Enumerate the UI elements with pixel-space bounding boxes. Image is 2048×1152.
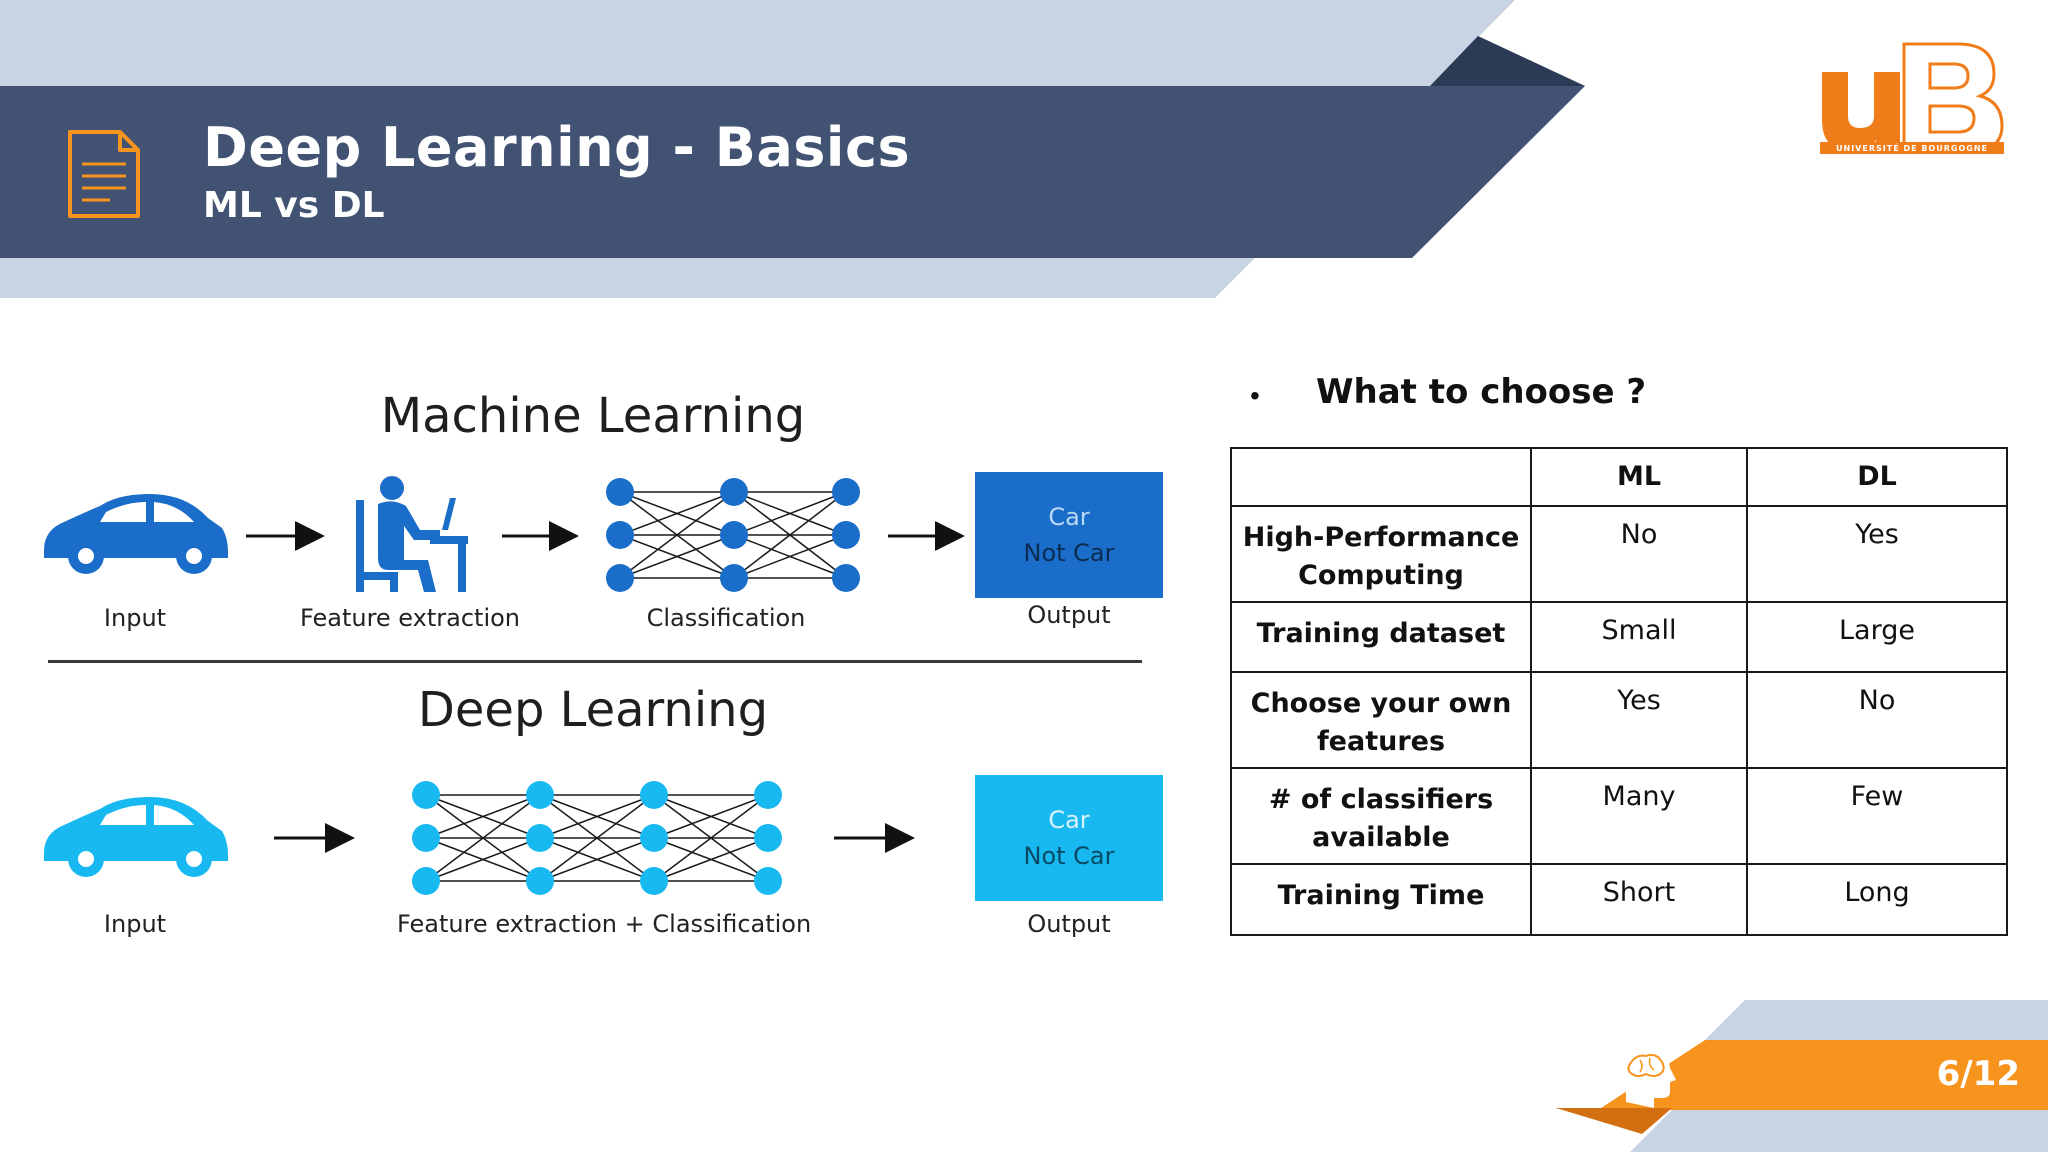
- row-label: # of classifiers available: [1230, 767, 1532, 865]
- row-dl-value: Yes: [1746, 505, 2008, 603]
- ml-car-icon: [44, 494, 228, 574]
- dl-input-label: Input: [103, 910, 167, 938]
- ml-vs-dl-diagram: [44, 476, 965, 895]
- row-ml-value: Many: [1530, 767, 1748, 865]
- dl-section-title: Deep Learning: [417, 682, 769, 738]
- footer-orange-band: [1598, 1040, 2048, 1110]
- table-row: Training dataset Small Large: [1230, 601, 2008, 673]
- ml-output-box: Car Not Car: [975, 472, 1163, 598]
- university-logo: UNIVERSITÉ DE BOURGOGNE: [1820, 42, 2004, 154]
- ml-feature-label: Feature extraction: [299, 604, 521, 632]
- row-label: Choose your own features: [1230, 671, 1532, 769]
- table-header-row: ML DL: [1230, 447, 2008, 507]
- table-row: Training Time Short Long: [1230, 863, 2008, 936]
- dl-car-icon: [44, 797, 228, 877]
- table-header-dl: DL: [1746, 447, 2008, 507]
- row-ml-value: No: [1530, 505, 1748, 603]
- footer-banner: [1556, 1000, 2048, 1152]
- row-dl-value: Large: [1746, 601, 2008, 673]
- table-row: Choose your own features Yes No: [1230, 671, 2008, 769]
- row-dl-value: Few: [1746, 767, 2008, 865]
- ml-section-title: Machine Learning: [380, 388, 806, 444]
- row-dl-value: No: [1746, 671, 2008, 769]
- footer-top-band: [1705, 1000, 2048, 1040]
- dl-output-notcar: Not Car: [1023, 842, 1115, 870]
- ml-neural-network: [606, 478, 860, 592]
- bullet-marker: •: [1250, 380, 1260, 411]
- header-main-band: [0, 86, 1585, 258]
- ml-classification-label: Classification: [646, 604, 806, 632]
- row-label: Training Time: [1230, 863, 1532, 936]
- logo-caption: UNIVERSITÉ DE BOURGOGNE: [1836, 142, 1988, 153]
- header-bottom-band: [0, 258, 1255, 298]
- brain-head-icon: [1619, 1048, 1676, 1108]
- row-dl-value: Long: [1746, 863, 2008, 936]
- header-top-band: [0, 0, 1515, 86]
- ml-output-car: Car: [1048, 503, 1090, 531]
- dl-combined-label: Feature extraction + Classification: [397, 910, 812, 938]
- header-banner: [0, 0, 1585, 298]
- dl-output-label: Output: [1027, 910, 1111, 938]
- dl-output-box: Car Not Car: [975, 775, 1163, 901]
- page-subtitle: ML vs DL: [203, 185, 385, 226]
- dl-output-car: Car: [1048, 806, 1090, 834]
- footer-orange-shadow: [1556, 1108, 1672, 1134]
- footer-bottom-band: [1630, 1110, 2048, 1152]
- page-title: Deep Learning - Basics: [203, 116, 911, 179]
- row-label: High-Performance Computing: [1230, 505, 1532, 603]
- page-number: 6/12: [1936, 1054, 2020, 1094]
- ml-output-label: Output: [1027, 601, 1111, 629]
- row-ml-value: Yes: [1530, 671, 1748, 769]
- row-ml-value: Small: [1530, 601, 1748, 673]
- ml-input-label: Input: [103, 604, 167, 632]
- row-label: Training dataset: [1230, 601, 1532, 673]
- table-row: # of classifiers available Many Few: [1230, 767, 2008, 865]
- ml-output-notcar: Not Car: [1023, 539, 1115, 567]
- diagram-divider: [48, 660, 1142, 663]
- dl-neural-network: [412, 781, 782, 895]
- bullet-text: What to choose ?: [1316, 372, 1647, 412]
- document-icon: [68, 130, 140, 218]
- table-header-ml: ML: [1530, 447, 1748, 507]
- table-row: High-Performance Computing No Yes: [1230, 505, 2008, 603]
- comparison-table: ML DL High-Performance Computing No Yes …: [1230, 447, 2008, 936]
- row-ml-value: Short: [1530, 863, 1748, 936]
- header-corner-shadow: [1430, 36, 1585, 86]
- feature-extraction-person-icon: [356, 476, 468, 592]
- table-header-empty: [1230, 447, 1532, 507]
